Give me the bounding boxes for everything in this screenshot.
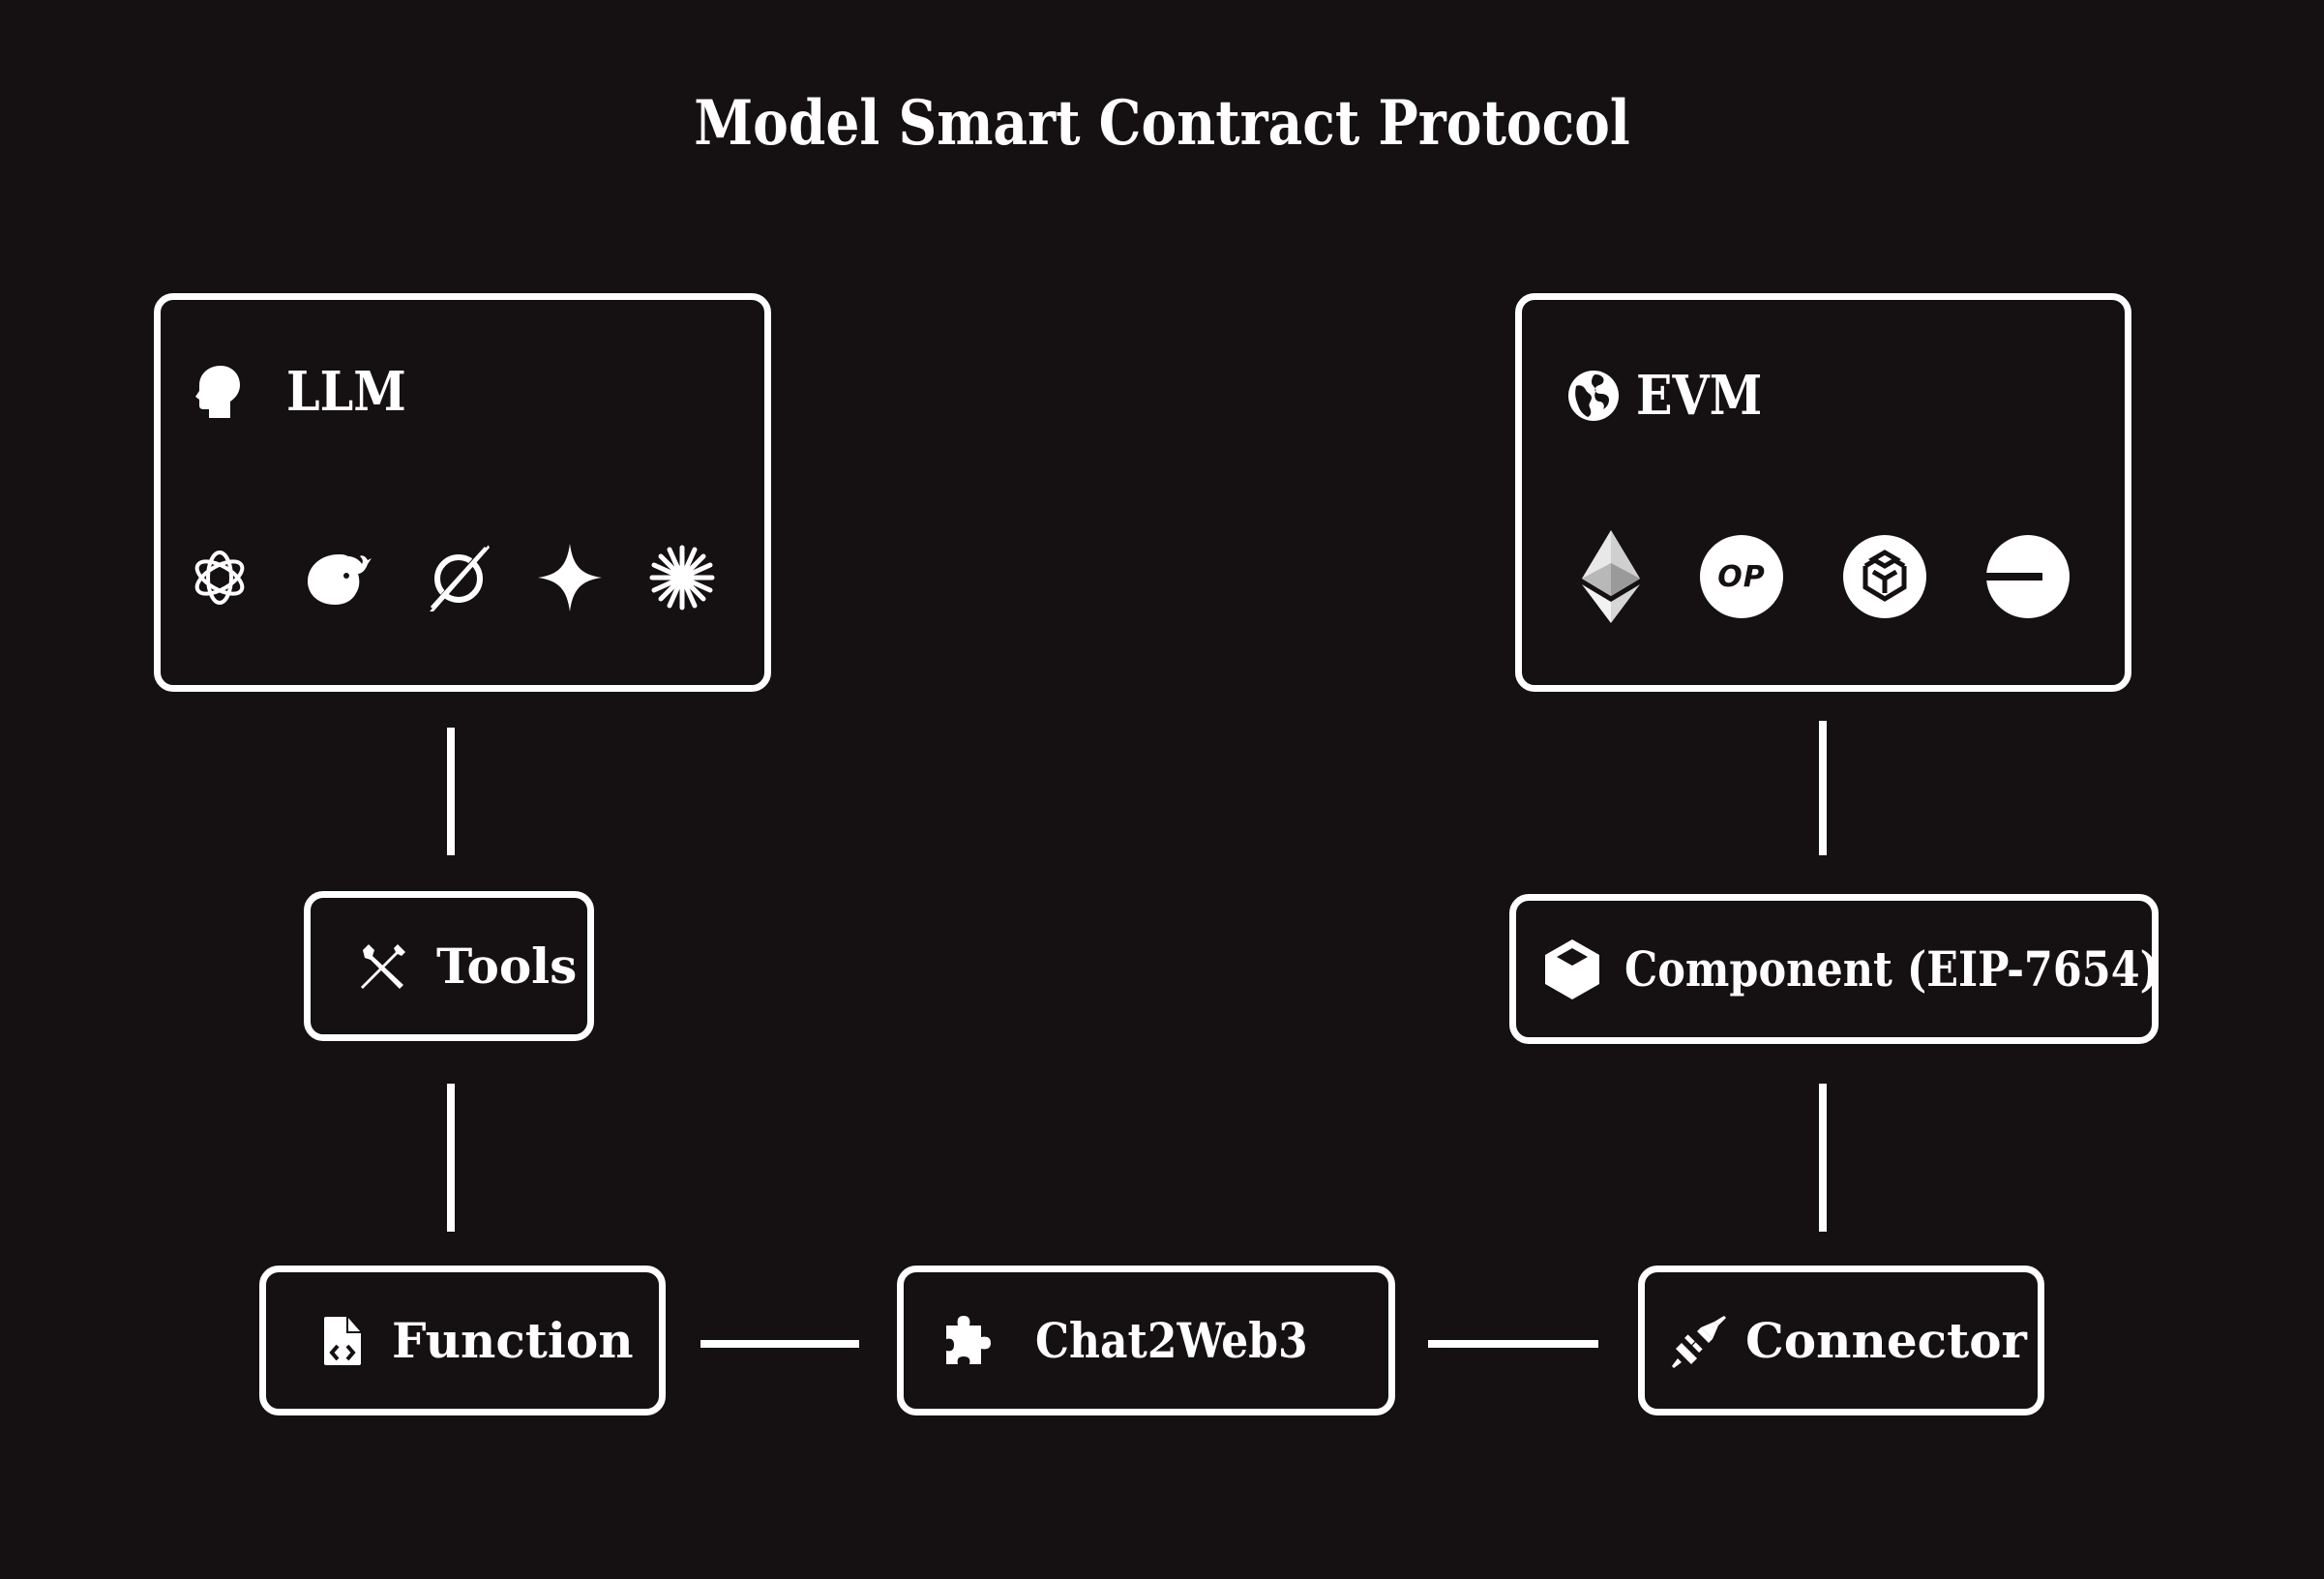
edge-function-chat2web3 xyxy=(700,1340,859,1348)
llm-label: LLM xyxy=(286,360,406,424)
edge-chat2web3-connector xyxy=(1428,1340,1598,1348)
tools-icon xyxy=(361,943,405,989)
evm-box: EVM OP xyxy=(1515,293,2131,692)
gemini-logo-icon xyxy=(538,544,602,611)
connector-label: Connector xyxy=(1745,1312,2027,1369)
llm-logos xyxy=(190,542,716,613)
edge-llm-tools xyxy=(447,728,455,855)
code-file-icon xyxy=(324,1316,361,1365)
llm-box: LLM xyxy=(154,293,771,692)
puzzle-icon xyxy=(946,1315,991,1364)
head-icon xyxy=(195,366,240,418)
component-node[interactable]: Component (EIP-7654) xyxy=(1509,894,2160,1044)
chat2web3-label: Chat2Web3 xyxy=(1035,1312,1308,1369)
evm-logos: OP xyxy=(1582,530,2070,623)
edge-tools-function xyxy=(447,1084,455,1232)
cube-icon xyxy=(1545,938,1599,999)
tools-node[interactable]: Tools xyxy=(304,891,594,1041)
optimism-logo-text: OP xyxy=(1717,559,1766,594)
plug-icon xyxy=(1672,1315,1726,1368)
function-node[interactable]: Function xyxy=(259,1266,666,1415)
tools-label: Tools xyxy=(436,938,578,995)
globe-icon xyxy=(1568,371,1619,421)
component-label: Component (EIP-7654) xyxy=(1624,940,2160,998)
chat2web3-node[interactable]: Chat2Web3 xyxy=(897,1266,1395,1415)
connector-node[interactable]: Connector xyxy=(1638,1266,2044,1415)
evm-label: EVM xyxy=(1636,364,1763,428)
ethereum-logo-icon xyxy=(1582,530,1640,623)
claude-logo-icon xyxy=(649,545,715,611)
bnb-chain-logo-icon xyxy=(1843,535,1926,618)
diagram-title: Model Smart Contract Protocol xyxy=(694,87,1630,160)
evm-header: EVM xyxy=(1566,364,1779,428)
function-label: Function xyxy=(392,1312,634,1369)
deepseek-logo-icon xyxy=(308,554,372,605)
optimism-logo-icon: OP xyxy=(1700,535,1783,618)
llm-header: LLM xyxy=(195,360,423,424)
edge-evm-component xyxy=(1819,721,1827,855)
base-logo-icon xyxy=(1986,535,2070,618)
openai-logo-icon xyxy=(194,551,245,605)
edge-component-connector xyxy=(1819,1084,1827,1232)
grok-logo-icon xyxy=(426,543,490,612)
